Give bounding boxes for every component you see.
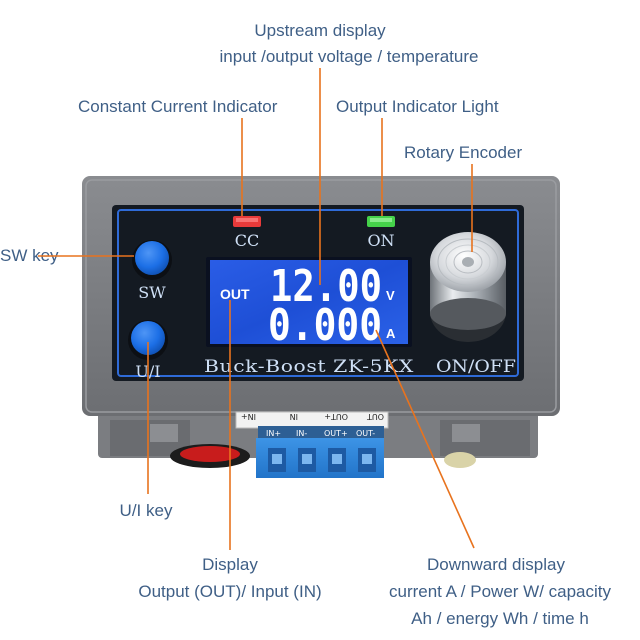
terminal-out-plus: OUT+ [324, 429, 348, 438]
terminal-back-out-plus: OUT+ [324, 412, 348, 421]
ui-silk: U/I [135, 362, 160, 381]
sw-key-button[interactable] [135, 241, 169, 275]
on-silk: ON [367, 231, 394, 250]
terminal-back-in-plus: IN+ [241, 412, 256, 421]
terminal-back-in: IN [290, 412, 298, 421]
sw-silk: SW [138, 283, 166, 302]
lcd-mode-indicator: OUT [220, 286, 250, 302]
lcd-screen [210, 260, 408, 344]
callout-cc-indicator: Constant Current Indicator [78, 97, 278, 116]
callout-upstream-detail: input /output voltage / temperature [219, 47, 479, 66]
callout-downward-title: Downward display [427, 555, 565, 574]
terminal-in-plus: IN+ [266, 429, 281, 438]
callout-output-light: Output Indicator Light [336, 97, 499, 116]
callout-upstream-title: Upstream display [254, 21, 386, 40]
cc-silk: CC [235, 231, 259, 250]
terminal-out-minus: OUT- [356, 429, 375, 438]
callout-rotary-encoder: Rotary Encoder [404, 143, 523, 162]
callout-display-detail: Output (OUT)/ Input (IN) [138, 582, 322, 601]
lcd-current-unit: A [386, 326, 396, 341]
terminal-in-minus: IN- [296, 429, 307, 438]
callout-sw-key: SW key [0, 246, 59, 265]
onoff-silk: ON/OFF [436, 357, 516, 377]
callout-display-title: Display [202, 555, 258, 574]
callout-downward-line1: current A / Power W/ capacity [388, 582, 612, 601]
lcd-voltage-readout: 12.00 [270, 261, 382, 312]
lcd-current-readout: 0.000 [268, 300, 382, 351]
model-silk: Buck-Boost ZK-5KX [204, 357, 414, 377]
callout-ui-key: U/I key [119, 501, 173, 520]
lcd-voltage-unit: V [386, 288, 395, 303]
callout-downward-line2: Ah / energy Wh / time h [411, 609, 589, 628]
ui-key-button[interactable] [131, 321, 165, 355]
rotary-encoder-knob[interactable] [430, 232, 506, 342]
terminal-block [235, 411, 389, 478]
terminal-back-out: OUT [367, 412, 384, 421]
